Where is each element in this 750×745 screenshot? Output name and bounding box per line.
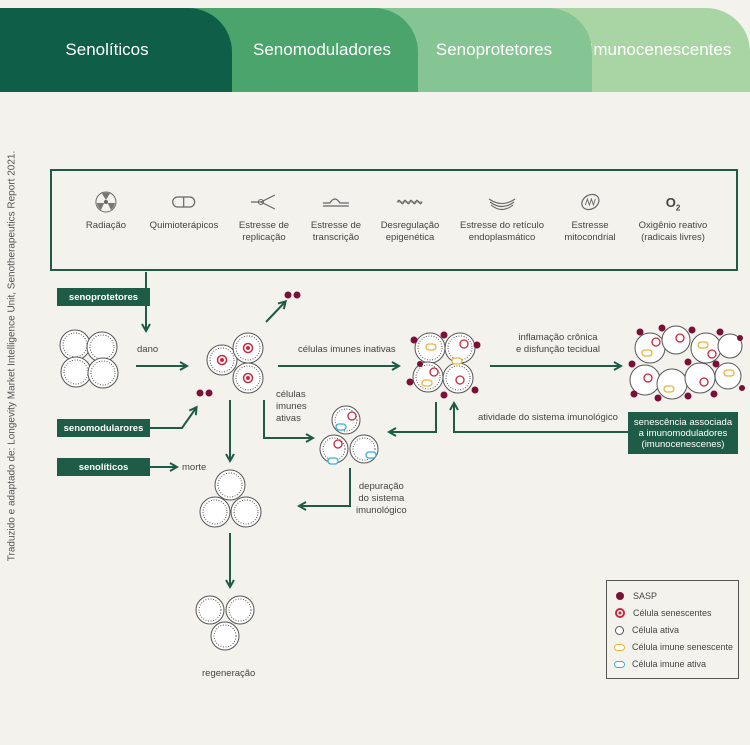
replication-fork-icon bbox=[239, 190, 289, 216]
stressor-mitochondria: Estresse mitocondrial bbox=[564, 190, 616, 244]
capsule-icon bbox=[150, 190, 219, 216]
tab-label: Senolíticos bbox=[65, 40, 149, 59]
label-regeneracao: regeneração bbox=[202, 668, 256, 679]
tab-label: Senomoduladores bbox=[253, 40, 391, 59]
reticulum-icon bbox=[460, 190, 544, 216]
radiation-icon bbox=[86, 190, 126, 216]
tag-senomoduladores: senomodularores bbox=[57, 419, 150, 437]
stressor-reticulum: Estresse do retículo endoplasmático bbox=[460, 190, 544, 244]
tag-senoprotetores: senoprotetores bbox=[57, 288, 150, 306]
arrow-depuracao bbox=[296, 468, 351, 511]
label-ativas: células imunes ativas bbox=[276, 389, 307, 424]
arrow-ativas bbox=[263, 400, 316, 443]
label-morte: morte bbox=[182, 462, 207, 473]
stressors-box bbox=[50, 169, 738, 271]
arrow-senomod bbox=[150, 405, 198, 429]
tab-label: Senoprotetores bbox=[435, 40, 553, 59]
arrow-back bbox=[386, 402, 437, 437]
legend-item-immune-senescent: Célula imune senescente bbox=[614, 642, 733, 652]
sasp-dots bbox=[196, 291, 301, 397]
legend-item-senescent: Célula senescentes bbox=[615, 608, 712, 618]
damaged-cell-cluster bbox=[206, 332, 264, 394]
stressor-epigenetic: Desregulação epigenética bbox=[381, 190, 440, 244]
label-depuracao: depuração do sistema imunológico bbox=[356, 481, 407, 516]
label-dano: dano bbox=[137, 344, 159, 355]
label-inativas: células imunes inativas bbox=[298, 344, 396, 355]
arrow-sasp-up bbox=[265, 299, 288, 323]
tag-imunocenescentes: senescência associada a imunomoduladores… bbox=[628, 412, 738, 454]
tab-label: Imunocenescentes bbox=[588, 40, 732, 59]
senescent-immune-cell-icon bbox=[614, 643, 625, 651]
mitochondria-icon bbox=[564, 190, 615, 216]
stressor-oxygen: O2 Oxigênio reativo (radicais livres) bbox=[639, 190, 708, 244]
legend-item-active: Célula ativa bbox=[615, 625, 679, 635]
stressor-replication: Estresse de replicação bbox=[239, 190, 289, 244]
transcription-icon bbox=[311, 190, 361, 216]
dead-cell-cluster bbox=[199, 469, 262, 528]
arrow-atividade bbox=[449, 400, 628, 433]
dna-coil-icon bbox=[381, 190, 440, 216]
tab-senoliticos[interactable]: Senolíticos bbox=[0, 8, 232, 92]
active-immune-cell-icon bbox=[614, 660, 625, 668]
regenerated-cell-cluster bbox=[195, 595, 255, 651]
oxygen-icon: O2 bbox=[665, 195, 681, 213]
stressor-chemo: Quimioterápicos bbox=[150, 190, 219, 232]
stressor-radiation: Radiação bbox=[86, 190, 126, 232]
tag-senoliticos: senolíticos bbox=[57, 458, 150, 476]
sasp-dot-icon bbox=[616, 592, 624, 600]
stressor-transcription: Estresse de transcrição bbox=[311, 190, 361, 244]
label-inflamacao: inflamação crônica e disfunção tecidual bbox=[516, 332, 600, 355]
legend-item-immune-active: Célula imune ativa bbox=[614, 659, 706, 669]
senescent-cell-icon bbox=[615, 608, 625, 618]
healthy-cell-cluster bbox=[59, 329, 119, 389]
legend: SASP Célula senescentes Célula ativa Cél… bbox=[606, 580, 739, 679]
label-atividade: atividade do sistema imunológico bbox=[478, 412, 618, 423]
active-cell-icon bbox=[615, 625, 624, 635]
legend-item-sasp: SASP bbox=[615, 591, 657, 601]
